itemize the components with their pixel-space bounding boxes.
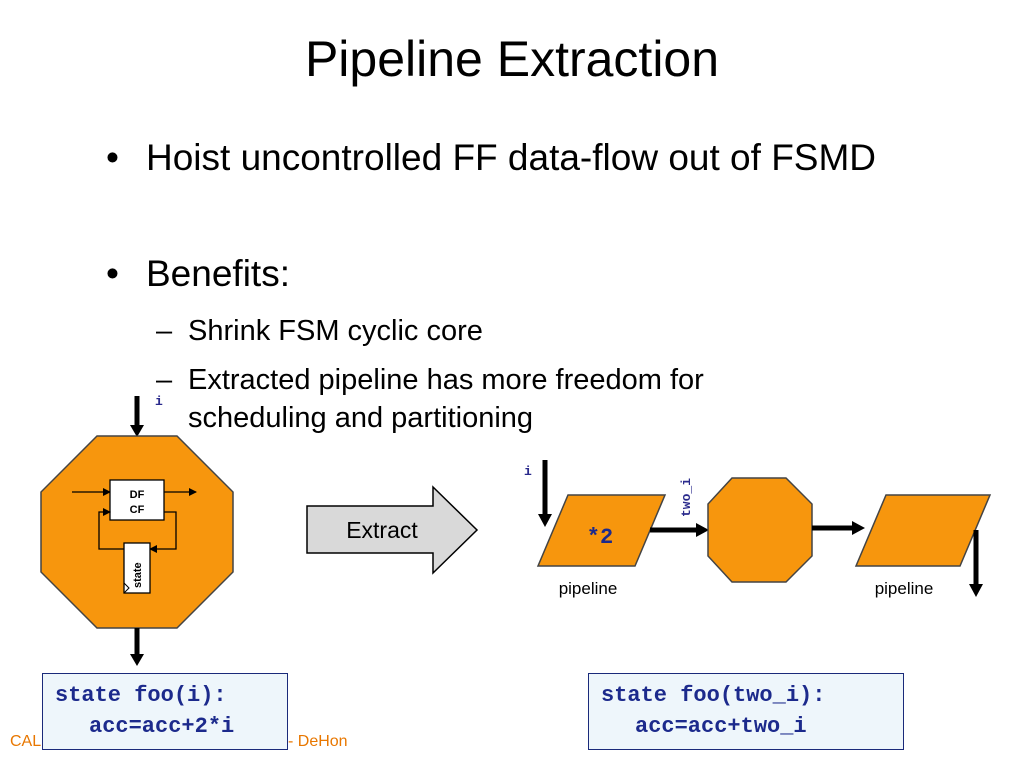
pipeline-right-label: pipeline <box>875 579 934 598</box>
pipeline-left-label: pipeline <box>559 579 618 598</box>
extract-arrow <box>306 485 479 575</box>
state-feedback-in <box>149 511 177 553</box>
output-pipeline-stage <box>854 494 992 567</box>
two-i-arrowhead <box>696 523 709 537</box>
extract-label: Extract <box>346 517 418 543</box>
subbullet-text: Shrink FSM cyclic core <box>188 315 483 347</box>
bullet-marker: • <box>106 137 119 178</box>
bullet-marker: • <box>106 253 119 294</box>
code-right-line1: state foo(two_i): <box>601 683 826 708</box>
state-label: state <box>132 562 144 588</box>
code-right-line2: acc=acc+two_i <box>635 714 807 739</box>
right-input-arrowhead <box>538 514 552 527</box>
left-input-label: i <box>155 394 163 409</box>
slide-title: Pipeline Extraction <box>304 31 720 87</box>
right-input-label: i <box>524 464 532 479</box>
right-output-arrowhead <box>969 584 983 597</box>
subbullet-marker: – <box>156 364 173 396</box>
fsmd-octagon <box>40 435 234 629</box>
footer: CAL - DeHon <box>10 733 348 751</box>
code-left-line1: state foo(i): <box>55 683 227 708</box>
fsm-core-octagon <box>707 477 813 583</box>
bullet-text: Hoist uncontrolled FF data-flow out of F… <box>146 137 877 178</box>
subbullet-text: Extracted pipeline has more freedom for … <box>188 364 704 434</box>
footer-right: - DeHon <box>288 733 348 750</box>
core-output-arrowhead <box>852 521 865 535</box>
left-input-arrowhead <box>130 425 144 437</box>
multiplier-pipeline-stage <box>536 494 667 567</box>
two-i-label: two_i <box>679 478 694 517</box>
state-register <box>123 542 151 594</box>
df-cf-box <box>109 479 165 521</box>
left-output-arrowhead <box>130 654 144 666</box>
df-label: DF <box>130 489 145 501</box>
multiplier-label: *2 <box>587 525 613 550</box>
clock-icon <box>123 582 130 594</box>
code-left-line2: acc=acc+2*i <box>89 714 235 739</box>
subbullet-marker: – <box>156 315 173 347</box>
bullet-text: Benefits: <box>146 253 290 294</box>
state-feedback-out <box>98 508 124 550</box>
footer-left: CAL <box>10 733 42 750</box>
code-left: state foo(i): acc=acc+2*i <box>42 673 288 750</box>
cf-label: CF <box>130 504 145 516</box>
code-right: state foo(two_i): acc=acc+two_i <box>588 673 904 750</box>
